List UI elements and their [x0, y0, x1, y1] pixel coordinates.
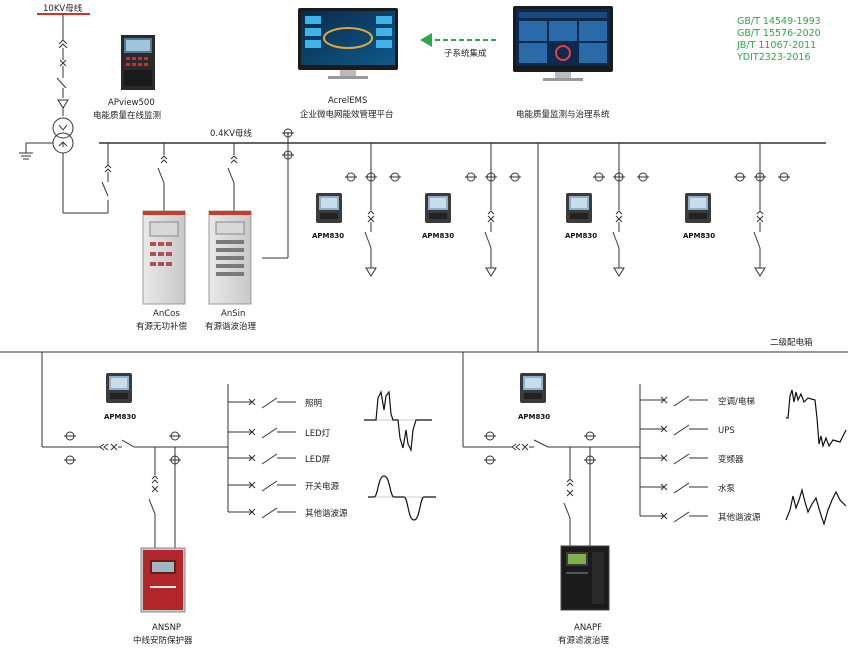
ansnp-device: [140, 547, 186, 613]
standard-4: YDIT2323-2016: [736, 52, 811, 63]
right-load-3: 变频器: [718, 454, 744, 465]
ems-model: AcrelEMS: [328, 96, 367, 106]
standard-1: GB/T 14549-1993: [737, 16, 821, 27]
apm830-meter-icon: [685, 193, 711, 223]
apm830-meter-icon: [566, 193, 592, 223]
apm830-meter-icon: [106, 373, 132, 403]
left-load-3: LED屏: [305, 455, 331, 465]
load-arrow-icon: [754, 267, 766, 277]
hv-feeder: [56, 14, 69, 116]
harmonic-waveform-icon: [364, 390, 436, 521]
standards-list: GB/T 14549-1993 GB/T 15576-2020 JB/T 110…: [736, 16, 821, 63]
apm830-label: APM830: [312, 232, 344, 240]
ancos-desc: 有源无功补偿: [136, 321, 188, 332]
neutral-ground: [19, 142, 53, 160]
feeder-ct-groups: [345, 172, 790, 182]
anapf-model: ANAPF: [574, 623, 602, 633]
ct-icon: [63, 455, 77, 465]
right-secondary-circuit: [462, 352, 641, 548]
left-load-branches: [228, 397, 296, 519]
left-secondary-circuit: [41, 352, 229, 548]
bus-04kv-label: 0.4KV母线: [210, 128, 252, 139]
right-load-4: 水泵: [718, 483, 736, 494]
transformer-icon: [52, 117, 74, 154]
apview500-device: [121, 35, 155, 90]
apm830-label: APM830: [683, 232, 715, 240]
ct-icon: [483, 431, 497, 441]
apview-model: APview500: [108, 98, 155, 108]
ansnp-model: ANSNP: [152, 623, 181, 633]
ct-icon: [63, 431, 77, 441]
apm830-label: APM830: [565, 232, 597, 240]
metered-feeders: [364, 143, 764, 268]
right-load-2: UPS: [718, 426, 735, 436]
load-arrow-icon: [485, 267, 497, 277]
ansnp-desc: 中线安防保护器: [133, 635, 193, 646]
right-load-branches: [640, 395, 708, 523]
right-load-5: 其他谐波源: [718, 512, 761, 523]
ct-icon: [168, 431, 182, 441]
ansin-cabinet: [208, 210, 252, 305]
standard-3: JB/T 11067-2011: [736, 40, 816, 51]
left-load-5: 其他谐波源: [305, 508, 348, 519]
load-arrow-icon: [613, 267, 625, 277]
harmonic-waveform-icon: [785, 389, 847, 527]
standard-2: GB/T 15576-2020: [737, 28, 821, 39]
left-load-2: LED灯: [305, 428, 331, 439]
lv-incomer: [62, 143, 112, 214]
ct-icon: [583, 431, 597, 441]
pq-system-monitor: [513, 6, 613, 81]
acrelems-monitor: [298, 8, 398, 79]
ancos-model: AnCos: [153, 309, 180, 319]
secondary-box-label: 二级配电箱: [770, 337, 813, 348]
compensation-branches: [157, 132, 289, 259]
bus-10kv-label: 10KV母线: [43, 3, 83, 14]
integration-label: 子系统集成: [444, 48, 487, 59]
ansin-desc: 有源谐波治理: [205, 321, 257, 332]
right-load-1: 空调/电梯: [718, 396, 755, 407]
ct-icon: [483, 455, 497, 465]
ems-desc: 企业微电网能效管理平台: [300, 109, 394, 120]
anapf-desc: 有源滤波治理: [558, 635, 610, 646]
apm830-meter-icon: [425, 193, 451, 223]
left-load-4: 开关电源: [305, 481, 340, 492]
load-arrow-icon: [365, 267, 377, 277]
ancos-cabinet: [142, 210, 186, 305]
anapf-device: [560, 545, 610, 611]
left-load-1: 照明: [305, 399, 322, 409]
apm830-meter-icon: [316, 193, 342, 223]
apm830-label: APM830: [422, 232, 454, 240]
apm830-meter-icon: [520, 373, 546, 403]
pq-system-desc: 电能质量监测与治理系统: [516, 109, 610, 120]
apview-desc: 电能质量在线监测: [93, 110, 161, 121]
apm830-label: APM830: [104, 413, 136, 421]
ansin-model: AnSin: [221, 309, 245, 319]
integration-arrow: [420, 33, 496, 47]
apm830-label: APM830: [518, 413, 550, 421]
